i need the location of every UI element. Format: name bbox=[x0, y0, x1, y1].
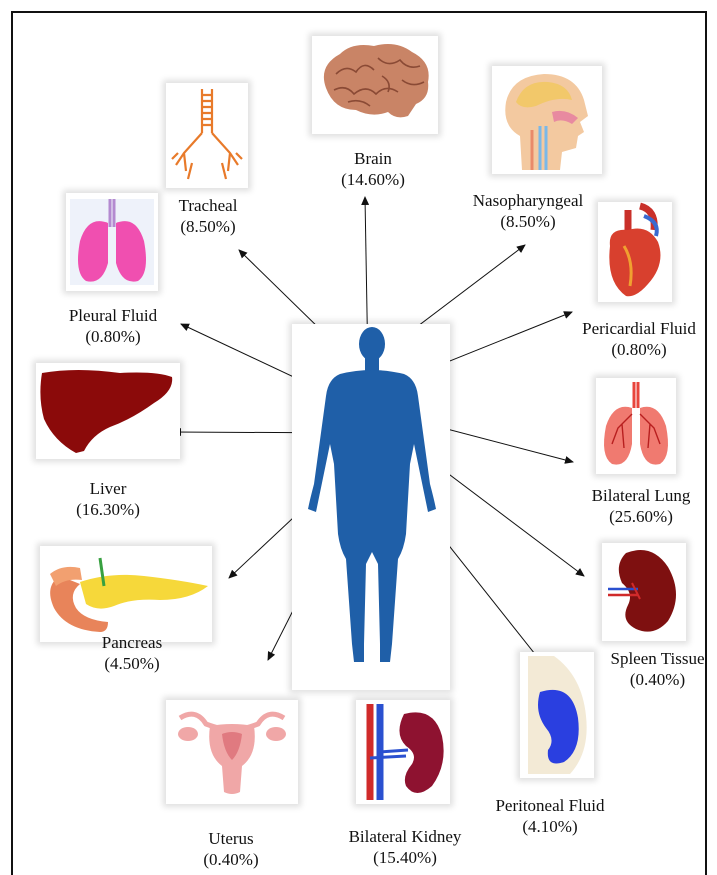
brain-name: Brain bbox=[318, 148, 428, 169]
liver-name: Liver bbox=[58, 478, 158, 499]
bilateral-lung-image bbox=[596, 378, 676, 474]
human-silhouette-icon bbox=[292, 324, 450, 690]
pleural-fluid-name: Pleural Fluid bbox=[55, 305, 171, 326]
brain-label: Brain (14.60%) bbox=[318, 148, 428, 190]
brain-image bbox=[312, 36, 438, 134]
liver-percentage: (16.30%) bbox=[58, 499, 158, 520]
liver-icon bbox=[36, 363, 180, 459]
liver-image bbox=[36, 363, 180, 459]
spleen-tissue-name: Spleen Tissue bbox=[600, 648, 715, 669]
pleural-fluid-label: Pleural Fluid (0.80%) bbox=[55, 305, 171, 347]
uterus-name: Uterus bbox=[181, 828, 281, 849]
trachea-icon bbox=[166, 83, 248, 188]
uterus-label: Uterus (0.40%) bbox=[181, 828, 281, 870]
pancreas-name: Pancreas bbox=[82, 632, 182, 653]
bilateral-kidney-percentage: (15.40%) bbox=[330, 847, 480, 868]
spleen-tissue-image bbox=[602, 543, 686, 641]
bilateral-kidney-label: Bilateral Kidney (15.40%) bbox=[330, 826, 480, 868]
spleen-tissue-percentage: (0.40%) bbox=[600, 669, 715, 690]
kidney-icon bbox=[356, 700, 450, 804]
tracheal-image bbox=[166, 83, 248, 188]
abdomen-icon bbox=[520, 652, 594, 778]
pericardial-fluid-percentage: (0.80%) bbox=[569, 339, 709, 360]
pancreas-icon bbox=[40, 546, 212, 642]
pleural-fluid-image bbox=[66, 193, 158, 291]
tracheal-label: Tracheal (8.50%) bbox=[168, 195, 248, 237]
pericardial-fluid-name: Pericardial Fluid bbox=[569, 318, 709, 339]
human-body-figure bbox=[292, 324, 450, 690]
spleen-tissue-label: Spleen Tissue (0.40%) bbox=[600, 648, 715, 690]
peritoneal-fluid-label: Peritoneal Fluid (4.10%) bbox=[480, 795, 620, 837]
brain-icon bbox=[312, 36, 438, 134]
uterus-image bbox=[166, 700, 298, 804]
spleen-icon bbox=[602, 543, 686, 641]
nasopharyngeal-label: Nasopharyngeal (8.50%) bbox=[463, 190, 593, 232]
bilateral-kidney-image bbox=[356, 700, 450, 804]
nasopharyngeal-image bbox=[492, 66, 602, 174]
pancreas-percentage: (4.50%) bbox=[82, 653, 182, 674]
tracheal-name: Tracheal bbox=[168, 195, 248, 216]
lungs-icon bbox=[596, 378, 676, 474]
bilateral-lung-name: Bilateral Lung bbox=[576, 485, 706, 506]
pericardial-fluid-image bbox=[598, 202, 672, 302]
uterus-icon bbox=[166, 700, 298, 804]
liver-label: Liver (16.30%) bbox=[58, 478, 158, 520]
nasopharyngeal-percentage: (8.50%) bbox=[463, 211, 593, 232]
uterus-percentage: (0.40%) bbox=[181, 849, 281, 870]
pericardial-fluid-label: Pericardial Fluid (0.80%) bbox=[569, 318, 709, 360]
peritoneal-fluid-image bbox=[520, 652, 594, 778]
bilateral-lung-label: Bilateral Lung (25.60%) bbox=[576, 485, 706, 527]
pancreas-image bbox=[40, 546, 212, 642]
peritoneal-fluid-percentage: (4.10%) bbox=[480, 816, 620, 837]
tracheal-percentage: (8.50%) bbox=[168, 216, 248, 237]
pleural-fluid-percentage: (0.80%) bbox=[55, 326, 171, 347]
heart-icon bbox=[598, 202, 672, 302]
peritoneal-fluid-name: Peritoneal Fluid bbox=[480, 795, 620, 816]
head-section-icon bbox=[492, 66, 602, 174]
bilateral-lung-percentage: (25.60%) bbox=[576, 506, 706, 527]
brain-percentage: (14.60%) bbox=[318, 169, 428, 190]
pink-lungs-icon bbox=[66, 193, 158, 291]
pancreas-label: Pancreas (4.50%) bbox=[82, 632, 182, 674]
nasopharyngeal-name: Nasopharyngeal bbox=[463, 190, 593, 211]
bilateral-kidney-name: Bilateral Kidney bbox=[330, 826, 480, 847]
